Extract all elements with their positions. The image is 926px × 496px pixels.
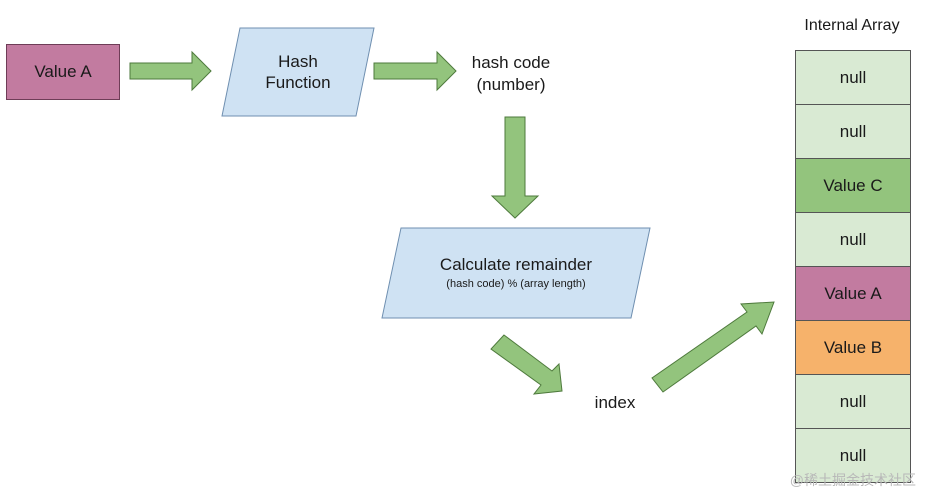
input-value-label: Value A xyxy=(34,62,92,82)
right-arrow-icon xyxy=(129,50,212,92)
array-cell: null xyxy=(796,374,910,428)
down-arrow-icon xyxy=(490,116,540,219)
diagonal-down-right-arrow-icon xyxy=(490,334,563,395)
array-cell-label: null xyxy=(839,445,867,465)
array-cell: Value C xyxy=(796,158,910,212)
array-cell-label: Value B xyxy=(823,337,883,357)
array-cell-label: Value C xyxy=(823,175,883,195)
diagonal-up-right-arrow-icon xyxy=(651,301,775,393)
internal-array-title: Internal Array xyxy=(804,17,900,34)
hash-code-line-1: hash code xyxy=(471,53,551,72)
index-label: index xyxy=(594,393,636,412)
array-cell: null xyxy=(796,428,910,482)
hash-code-line-2: (number) xyxy=(476,75,546,95)
watermark: @稀土掘金技术社区 xyxy=(789,472,916,488)
array-cell-label: null xyxy=(839,67,867,87)
array-cell-label: null xyxy=(839,391,867,411)
array-cell: null xyxy=(796,104,910,158)
array-cell: Value B xyxy=(796,320,910,374)
calculate-remainder-label: Calculate remainder (hash code) % (array… xyxy=(382,228,650,318)
hash-function-shape xyxy=(221,27,375,117)
right-arrow-icon xyxy=(373,50,457,92)
array-cell: Value A xyxy=(796,266,910,320)
array-cell: null xyxy=(796,212,910,266)
hash-code-label: hash code (number) xyxy=(450,52,572,96)
calculate-remainder-formula: (hash code) % (array length) xyxy=(446,278,586,291)
hash-function-line-1: Hash xyxy=(278,51,318,71)
hash-function-label: Hash Function xyxy=(222,28,374,116)
input-value-box: Value A xyxy=(6,44,120,100)
internal-array: null null Value C null Value A Value B n… xyxy=(795,50,911,483)
array-cell: null xyxy=(796,51,910,104)
calculate-remainder-title: Calculate remainder xyxy=(439,255,593,274)
calculate-remainder-shape xyxy=(381,227,651,319)
array-cell-label: Value A xyxy=(824,283,882,303)
hash-function-line-2: Function xyxy=(265,73,331,92)
array-cell-label: null xyxy=(839,121,867,141)
array-cell-label: null xyxy=(839,229,867,249)
